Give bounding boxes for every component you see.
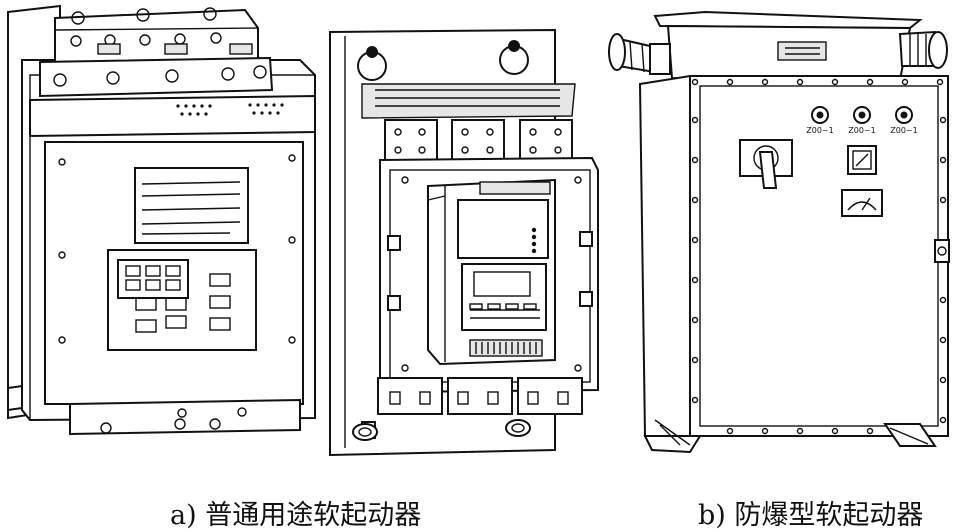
enclosure-bolts <box>691 78 947 435</box>
starters-illustration: Z00~1 Z00~1 Z00~1 <box>7 4 950 457</box>
meter-2 <box>841 189 883 217</box>
flameproof-soft-starter: Z00~1 Z00~1 Z00~1 <box>608 10 950 454</box>
caption-flameproof: b) 防爆型软起动器 <box>698 500 924 531</box>
open-frame-soft-starter <box>329 28 599 457</box>
indicator-label-2: Z00~1 <box>848 126 875 135</box>
controller-display <box>461 263 547 331</box>
general-purpose-soft-starter <box>7 4 316 436</box>
nameplate <box>134 167 249 244</box>
vent-holes <box>176 103 284 116</box>
caption-general-purpose: a) 普通用途软起动器 <box>170 500 422 531</box>
indicator-label-3: Z00~1 <box>890 126 917 135</box>
indicator-label-1: Z00~1 <box>806 126 833 135</box>
